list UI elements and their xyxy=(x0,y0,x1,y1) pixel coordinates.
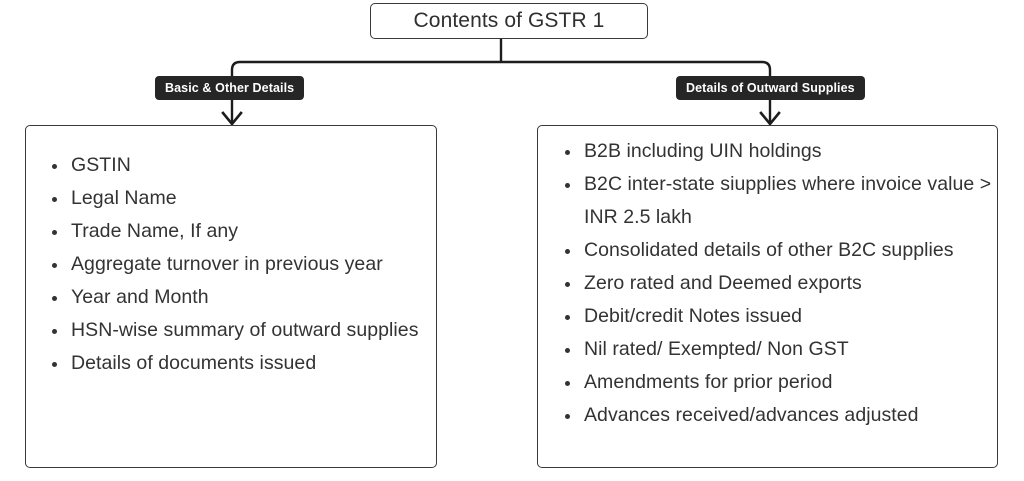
list-item: GSTIN xyxy=(52,149,427,182)
list-item: Aggregate turnover in previous year xyxy=(52,248,427,281)
list-item: Advances received/advances adjusted xyxy=(565,399,992,432)
branch-box-basic-other-details: GSTIN Legal Name Trade Name, If any Aggr… xyxy=(25,125,437,468)
right-branch-arrowhead xyxy=(759,111,781,127)
list-item: Amendments for prior period xyxy=(565,366,992,399)
list-item: HSN-wise summary of outward supplies xyxy=(52,314,427,347)
list-item: Year and Month xyxy=(52,281,427,314)
list-item: Zero rated and Deemed exports xyxy=(565,267,992,300)
list-item: Legal Name xyxy=(52,182,427,215)
branch-badge-details-of-outward-supplies: Details of Outward Supplies xyxy=(676,76,865,100)
bullet-list-details-of-outward-supplies: B2B including UIN holdings B2C inter-sta… xyxy=(565,135,997,432)
root-title-label: Contents of GSTR 1 xyxy=(413,9,605,32)
root-title-box: Contents of GSTR 1 xyxy=(370,3,648,39)
bullet-list-basic-other-details: GSTIN Legal Name Trade Name, If any Aggr… xyxy=(52,149,436,380)
list-item: B2C inter-state siupplies where invoice … xyxy=(565,168,992,234)
list-item: B2B including UIN holdings xyxy=(565,135,992,168)
branch-box-details-of-outward-supplies: B2B including UIN holdings B2C inter-sta… xyxy=(537,125,998,468)
list-item: Debit/credit Notes issued xyxy=(565,300,992,333)
list-item: Trade Name, If any xyxy=(52,215,427,248)
list-item: Nil rated/ Exempted/ Non GST xyxy=(565,333,992,366)
list-item: Consolidated details of other B2C suppli… xyxy=(565,234,992,267)
branch-badge-basic-other-details: Basic & Other Details xyxy=(155,76,305,100)
list-item: Details of documents issued xyxy=(52,347,427,380)
left-branch-arrowhead xyxy=(221,111,243,127)
